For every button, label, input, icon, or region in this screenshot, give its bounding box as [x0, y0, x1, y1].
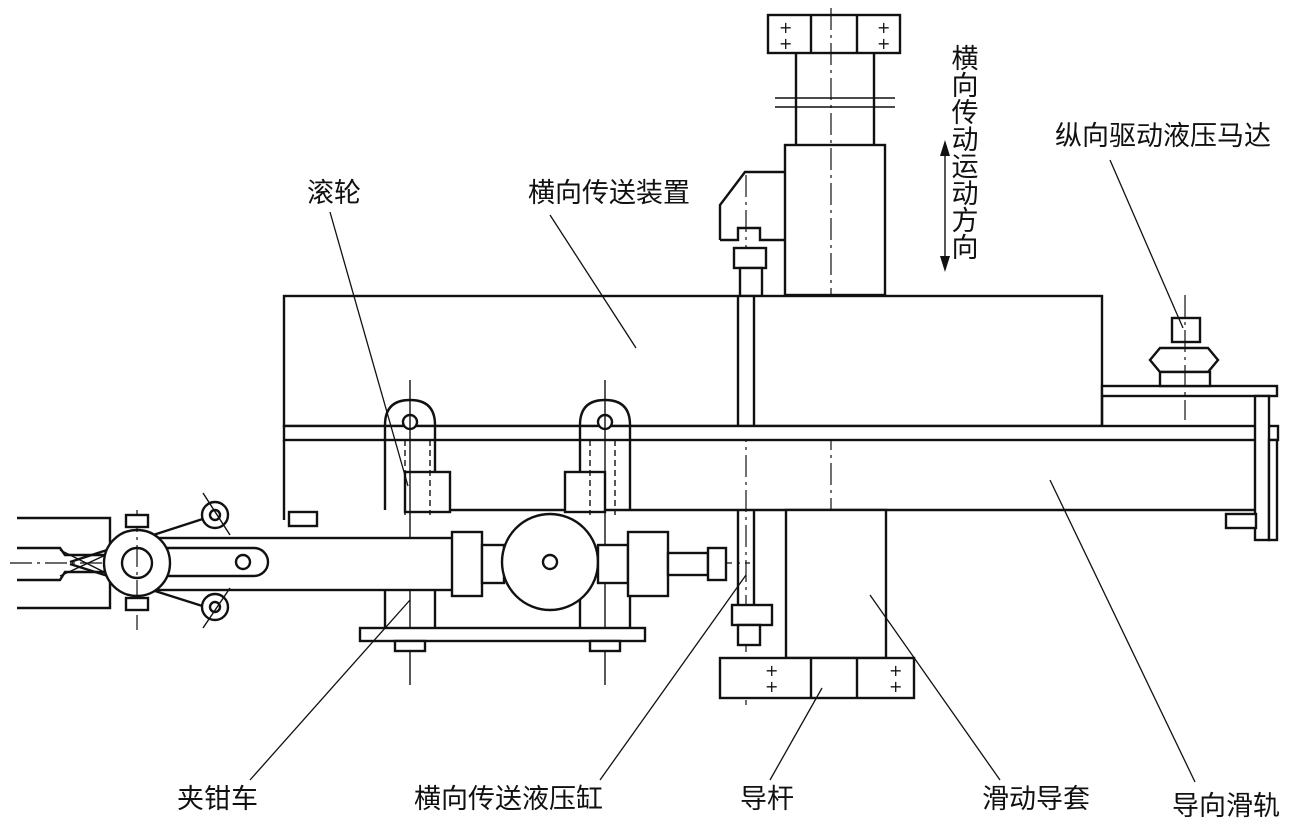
clamp-jaws [17, 492, 231, 630]
hydraulic-motor [1148, 295, 1220, 420]
transverse-box [282, 294, 1279, 428]
svg-text:+: + [765, 661, 778, 680]
label-guide-rod: 导杆 [740, 784, 794, 815]
hook-bracket [718, 170, 785, 298]
label-transverse-device: 横向传送装置 [528, 178, 690, 209]
svg-text:+: + [889, 661, 902, 680]
label-roller: 滚轮 [307, 178, 361, 209]
label-transverse-direction: 横向传动运动方向 [947, 44, 979, 260]
upper-column [775, 53, 895, 297]
label-sliding-sleeve: 滑动导套 [982, 784, 1090, 815]
roller-bracket-left [383, 380, 452, 685]
svg-text:+: + [779, 18, 792, 37]
svg-text:+: + [877, 34, 890, 53]
label-clamp-car: 夹钳车 [177, 784, 258, 815]
leader-lines [249, 159, 1196, 783]
clamp-arm [138, 512, 728, 612]
guide-rod [730, 296, 774, 647]
svg-text:+: + [889, 677, 902, 696]
svg-text:+: + [877, 18, 890, 37]
svg-text:+: + [765, 677, 778, 696]
sliding-sleeve: + + + + [718, 508, 916, 700]
top-flange: + + + + [766, 13, 902, 55]
car-base [358, 626, 647, 653]
svg-text:+: + [779, 34, 792, 53]
direction-arrow-icon [940, 140, 950, 272]
label-guide-rail: 导向滑轨 [1172, 791, 1280, 822]
label-transverse-cylinder: 横向传送液压缸 [414, 784, 603, 815]
label-longitudinal-motor: 纵向驱动液压马达 [1055, 121, 1271, 152]
